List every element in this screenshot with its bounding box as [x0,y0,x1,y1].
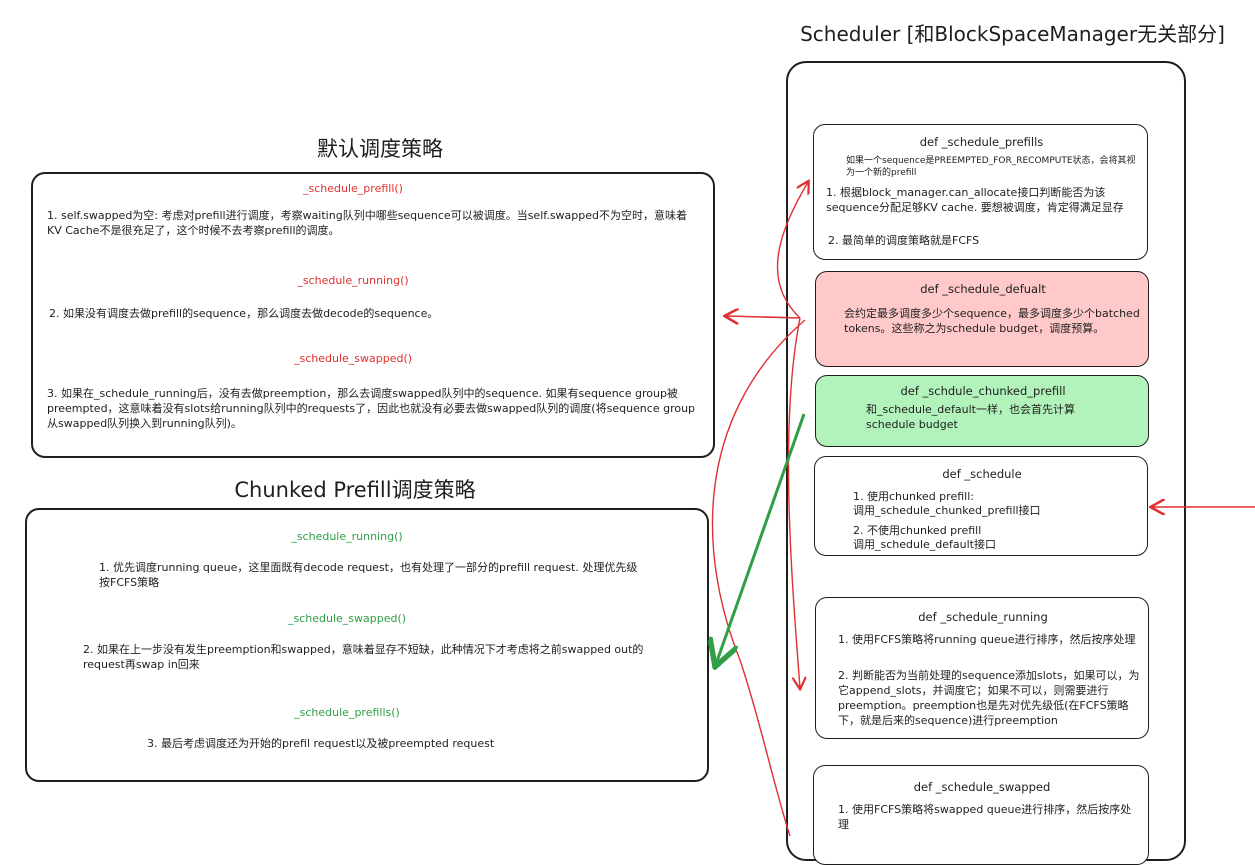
default-text-3: 3. 如果在_schedule_running后，没有去做preemption，… [47,387,696,430]
card-schedule-p1: 1. 使用chunked prefill: [853,490,974,503]
card-default-title: def _schedule_defualt [920,282,1046,296]
chunked-policy-title: Chunked Prefill调度策略 [234,478,476,502]
default-fn-prefill: _schedule_prefill() [303,182,403,195]
chunked-text-2: 2. 如果在上一步没有发生preemption和swapped，意味着显存不短缺… [83,643,644,671]
card-swapped-title: def _schedule_swapped [913,780,1051,794]
default-text-2: 2. 如果没有调度去做prefill的sequence，那么调度去做decode… [49,307,439,320]
card-running-p1: 1. 使用FCFS策略将running queue进行排序，然后按序处理 [838,633,1136,646]
chunked-fn-running: _schedule_running() [291,530,403,543]
default-policy-title: 默认调度策略 [317,137,443,161]
chunked-policy-box: _schedule_running() 1. 优先调度running queue… [25,508,709,782]
card-swapped-p1: 1. 使用FCFS策略将swapped queue进行排序，然后按序处理 [838,803,1132,831]
card-prefills-p2: 2. 最简单的调度策略就是FCFS [828,234,980,247]
card-default-p1: 会约定最多调度多少个sequence，最多调度多少个batched tokens… [844,307,1140,335]
scheduler-title: Scheduler [和BlockSpaceManager无关部分] [800,22,1225,46]
card-prefills-note: 如果一个sequence是PREEMPTED_FOR_RECOMPUTE状态，会… [846,156,1136,178]
card-schedule-p2: 2. 不使用chunked prefill [853,524,982,537]
chunked-fn-prefills: _schedule_prefills() [294,706,400,719]
card-schedule: def _schedule 1. 使用chunked prefill: 调用_s… [814,456,1148,556]
card-chunked-p1: 和_schedule_default一样，也会首先计算schedule budg… [866,403,1075,431]
card-prefills-title: def _schedule_prefills [919,135,1044,149]
default-text-1: 1. self.swapped为空: 考虑对prefill进行调度，考察wait… [47,209,688,237]
card-schedule-running: def _schedule_running 1. 使用FCFS策略将runnin… [815,597,1149,739]
card-schedule-chunked-prefill: def _schdule_chunked_prefill 和_schedule_… [815,375,1149,447]
card-schedule-default: def _schedule_defualt 会约定最多调度多少个sequence… [815,271,1149,367]
chunked-text-1: 1. 优先调度running queue，这里面既有decode request… [99,561,638,589]
chunked-fn-swapped: _schedule_swapped() [287,612,407,625]
card-running-p2: 2. 判断能否为当前处理的sequence添加slots，如果可以，为它appe… [838,669,1140,727]
card-schedule-title: def _schedule [942,467,1022,481]
chunked-text-3: 3. 最后考虑调度还为开始的prefil request以及被preempted… [147,737,495,750]
default-policy-box: _schedule_prefill() 1. self.swapped为空: 考… [31,172,715,458]
card-schedule-swapped: def _schedule_swapped 1. 使用FCFS策略将swappe… [813,765,1149,865]
card-schedule-p2b: 调用_schedule_default接口 [853,538,996,551]
card-chunked-title: def _schdule_chunked_prefill [900,384,1066,398]
default-fn-swapped: _schedule_swapped() [293,352,413,365]
card-schedule-p1b: 调用_schedule_chunked_prefill接口 [853,504,1041,517]
card-schedule-prefills: def _schedule_prefills 如果一个sequence是PREE… [813,124,1148,260]
default-fn-running: _schedule_running() [297,274,409,287]
card-running-title: def _schedule_running [918,610,1048,624]
card-prefills-p1: 1. 根据block_manager.can_allocate接口判断能否为该s… [826,186,1124,214]
